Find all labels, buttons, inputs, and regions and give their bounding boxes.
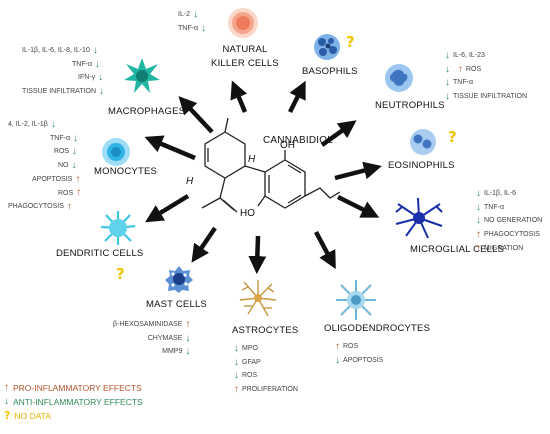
macrophage-icon: [124, 58, 160, 93]
effect-row: ↓IL-1β, IL-6: [476, 187, 517, 199]
effect-row: ↓MPO: [234, 342, 258, 354]
effect-row: ↓NO GENERATION: [476, 215, 543, 227]
effect-row: TNF-α↓: [178, 22, 206, 34]
mast-cells-title: MAST CELLS: [146, 299, 207, 310]
eosinophil-icon: [410, 129, 436, 155]
effect-row: TISSUE INFILTRATION↓: [22, 85, 105, 97]
neutrophil-icon: [385, 64, 413, 92]
cannabidiol-title: CANNABIDIOL: [263, 135, 333, 146]
natural-killer-cell-icon: [228, 8, 258, 38]
effect-row: IL-1β, IL-6, IL-8, IL-10↓: [22, 44, 98, 56]
effect-row: ↑PHAGOCYTOSIS: [476, 228, 540, 240]
effect-row: CHYMASE↓: [147, 332, 191, 344]
ho-label: HO: [240, 208, 255, 219]
astrocyte-icon: [239, 280, 277, 317]
effect-row: ↓APOPTOSIS: [335, 354, 384, 366]
effect-row: 4, IL-2, IL-1β↓: [8, 118, 56, 130]
effect-row: ↑ROS: [335, 340, 359, 352]
arrow-to-macrophages: [178, 96, 214, 134]
microglial-effects: ↓IL-1β, IL-6 ↓TNF-α ↓NO GENERATION ↑PHAG…: [476, 187, 542, 256]
macrophages-title: MACROPHAGES: [108, 106, 186, 117]
arrow-to-neutrophils: [320, 120, 357, 147]
effect-row: NO↓: [58, 159, 77, 171]
arrow-to-basophils: [287, 80, 306, 114]
effect-row: ROS↑: [58, 187, 82, 199]
dendritic-title: DENDRITIC CELLS: [56, 248, 144, 259]
cannabidiol-structure: H H OH HO: [186, 117, 340, 219]
arrow-to-eosinophils: [334, 161, 382, 181]
oligodendrocytes-title: OLIGODENDROCYTES: [324, 323, 431, 334]
mast-cell-effects: β-HEXOSAMINIDASE↑ CHYMASE↓ MMP9↓: [113, 318, 190, 359]
arrow-to-dendritic: [145, 194, 190, 223]
legend-item-no-data: ?NO DATA: [4, 409, 51, 422]
effect-row: TNF-α↓: [50, 132, 78, 144]
arrow-to-microglial: [336, 194, 380, 218]
neutrophils-title: NEUTROPHILS: [375, 100, 445, 111]
h-atom-2: H: [186, 176, 194, 187]
effect-row: APOPTOSIS↑: [32, 173, 81, 185]
oh-label: OH: [280, 140, 295, 151]
natural-killer-effects: IL-2↓ TNF-α↓: [178, 8, 206, 35]
monocyte-icon: [102, 138, 130, 166]
microglial-cell-icon: [395, 197, 443, 239]
effect-row: IFN-γ↓: [78, 72, 104, 84]
effect-row: ↓TNF-α: [476, 201, 504, 213]
arrow-to-oligodendrocytes: [314, 230, 336, 270]
astrocyte-effects: ↓MPO ↓GFAP ↓ROS ↑PROLIFERATION: [234, 342, 298, 397]
effect-row: ↓IL-6, IL-23: [445, 49, 485, 61]
h-atom-1: H: [248, 154, 256, 165]
arrow-to-monocytes: [144, 135, 196, 161]
effect-row: MMP9↓: [162, 346, 191, 358]
macrophage-effects: IL-1β, IL-6, IL-8, IL-10↓ TNF-α↓ IFN-γ↓ …: [22, 44, 104, 99]
effect-row: ↑PROLIFERATION: [234, 383, 298, 395]
neutrophil-effects: ↓IL-6, IL-23 ↓↑ROS ↓TNF-α ↓TISSUE INFILT…: [445, 49, 527, 104]
legend-item-anti: ↓ANTI-INFLAMMATORY EFFECTS: [4, 396, 143, 408]
legend: ↑PRO-INFLAMMATORY EFFECTS ↓ANTI-INFLAMMA…: [4, 381, 143, 423]
basophil-no-data-mark: ?: [346, 33, 355, 51]
arrow-to-astrocytes: [248, 235, 267, 275]
effect-row: ROS↓: [54, 146, 78, 158]
monocyte-effects: 4, IL-2, IL-1β↓ TNF-α↓ ROS↓ NO↓ APOPTOSI…: [8, 118, 81, 214]
effect-row: ↓ROS: [234, 370, 258, 382]
arrow-to-mast: [191, 226, 217, 263]
astrocytes-title: ASTROCYTES: [232, 325, 299, 336]
dendritic-cell-icon: [100, 211, 136, 245]
effect-row: ↓TISSUE INFILTRATION: [445, 90, 528, 102]
oligodendrocyte-icon: [336, 280, 376, 320]
eosinophil-no-data-mark: ?: [448, 128, 457, 146]
effect-row: PHAGOCYTOSIS↑: [8, 201, 72, 213]
arrow-to-natural-killer: [230, 80, 248, 113]
legend-item-pro: ↑PRO-INFLAMMATORY EFFECTS: [4, 382, 142, 394]
dendritic-no-data-mark: ?: [116, 265, 125, 283]
mast-cell-icon: [165, 266, 193, 293]
effect-row: ↑MIGRATION: [476, 242, 524, 254]
basophils-title: BASOPHILS: [302, 66, 358, 77]
effect-row: ↓↑ROS: [445, 63, 482, 75]
effect-row: TNF-α↓: [72, 58, 100, 70]
effect-row: IL-2↓: [178, 8, 199, 20]
effect-row: ↓TNF-α: [445, 77, 473, 89]
eosinophils-title: EOSINOPHILS: [388, 160, 455, 171]
effect-row: ↓GFAP: [234, 356, 261, 368]
natural-killer-title: NATURAL KILLER CELLS: [211, 44, 279, 69]
effect-row: β-HEXOSAMINIDASE↑: [113, 318, 191, 330]
oligodendrocyte-effects: ↑ROS ↓APOPTOSIS: [335, 340, 383, 367]
basophil-icon: [314, 34, 340, 60]
microglial-title: MICROGLIAL CELLS: [410, 244, 505, 255]
monocytes-title: MONOCYTES: [94, 166, 158, 177]
